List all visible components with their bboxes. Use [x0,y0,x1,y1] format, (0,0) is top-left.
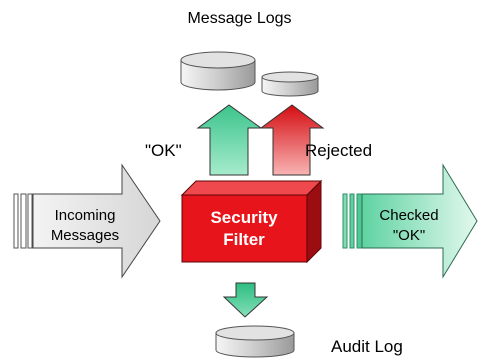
filter-line-2: Filter [223,230,265,249]
ok-up-arrow [196,104,263,176]
message-log-database-large [180,51,256,91]
rejected-arrow-label: Rejected [305,141,373,160]
security-filter-box [180,179,323,264]
audit-log-database [215,325,295,358]
checked-ok-label: Checked "OK" [364,206,454,246]
incoming-line-2: Messages [50,227,120,244]
incoming-line-1: Incoming [54,207,116,224]
message-log-database-small [261,71,319,97]
message-logs-title: Message Logs [187,10,292,27]
checked-line-2: "OK" [392,227,426,244]
rejected-up-arrow [259,104,325,176]
audit-log-label: Audit Log [331,337,403,356]
checked-line-1: Checked [379,207,439,224]
audit-down-arrow [222,282,269,318]
filter-line-1: Security [210,208,278,227]
ok-arrow-label: "OK" [145,141,182,160]
checked-arrow [342,163,478,279]
incoming-arrow [13,163,161,279]
security-filter-label: Security Filter [182,207,306,251]
incoming-messages-label: Incoming Messages [35,206,135,246]
